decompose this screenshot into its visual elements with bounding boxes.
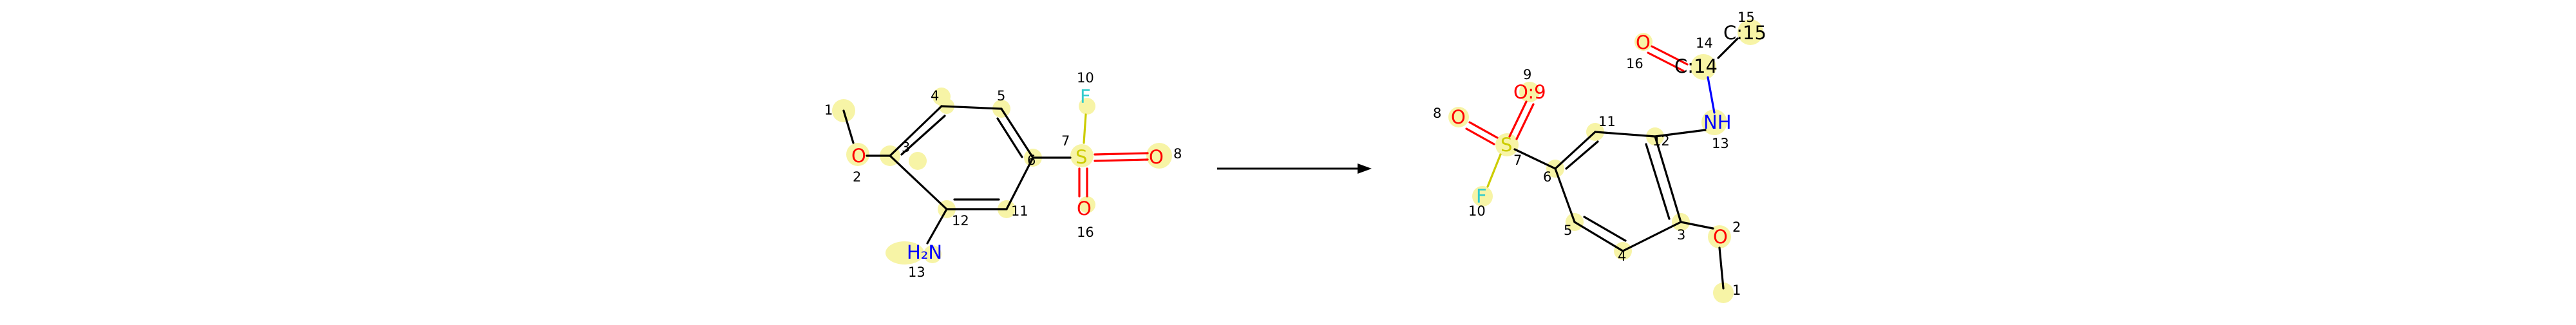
reactant-index-4: 4 bbox=[931, 88, 939, 104]
reactant-highlights bbox=[832, 88, 1172, 265]
product-index-7: 7 bbox=[1513, 153, 1522, 168]
reactant-molecule: O F S O O H₂N 1 2 3 4 5 6 7 8 10 11 12 1… bbox=[824, 70, 1182, 280]
reactant-atom-o2: O bbox=[851, 145, 866, 167]
product-index-16: 16 bbox=[1626, 56, 1643, 71]
reactant-atom-indices: 1 2 3 4 5 6 7 8 10 11 12 13 16 bbox=[824, 70, 1182, 280]
reactant-bonds bbox=[842, 105, 1149, 245]
product-atom-n13: NH bbox=[1703, 111, 1732, 133]
reactant-index-13: 13 bbox=[908, 265, 925, 280]
reactant-index-6: 6 bbox=[1027, 153, 1036, 168]
reactant-index-16: 16 bbox=[1077, 225, 1094, 240]
reactant-index-10: 10 bbox=[1077, 70, 1094, 86]
product-atom-c14: C:14 bbox=[1674, 55, 1718, 77]
product-molecule: O C:14 C:15 O:9 O S F NH O 1 2 3 4 5 6 7… bbox=[1433, 10, 1766, 303]
product-index-3: 3 bbox=[1677, 227, 1685, 243]
product-index-9: 9 bbox=[1523, 67, 1531, 82]
product-index-2: 2 bbox=[1732, 219, 1741, 235]
reactant-index-5: 5 bbox=[997, 88, 1005, 104]
product-index-15: 15 bbox=[1738, 10, 1755, 25]
product-index-11: 11 bbox=[1598, 114, 1616, 129]
reactant-atom-o8: O bbox=[1149, 146, 1164, 168]
product-index-1: 1 bbox=[1732, 283, 1741, 298]
reactant-index-12: 12 bbox=[952, 213, 969, 228]
reactant-index-1: 1 bbox=[824, 102, 833, 118]
reactant-atom-s7: S bbox=[1075, 146, 1087, 168]
product-index-13: 13 bbox=[1712, 136, 1729, 151]
reactant-index-2: 2 bbox=[853, 169, 861, 185]
product-atom-f10: F bbox=[1476, 185, 1487, 207]
reactant-atom-labels: O F S O O H₂N bbox=[851, 86, 1164, 263]
reactant-index-3: 3 bbox=[902, 140, 910, 155]
product-index-8: 8 bbox=[1433, 106, 1441, 121]
right-arrow-icon bbox=[1217, 163, 1372, 174]
product-atom-c15: C:15 bbox=[1723, 22, 1766, 44]
product-index-5: 5 bbox=[1564, 223, 1572, 238]
product-atom-s7: S bbox=[1501, 134, 1512, 156]
product-index-4: 4 bbox=[1618, 248, 1626, 264]
reactant-atom-f10: F bbox=[1080, 86, 1091, 107]
product-atom-o9: O:9 bbox=[1513, 81, 1546, 103]
product-index-6: 6 bbox=[1543, 169, 1551, 185]
product-index-14: 14 bbox=[1696, 35, 1713, 51]
reactant-index-7: 7 bbox=[1061, 133, 1070, 149]
product-index-10: 10 bbox=[1468, 203, 1486, 219]
product-atom-o8: O bbox=[1451, 106, 1466, 128]
reactant-atom-n13: H₂N bbox=[907, 241, 942, 263]
product-highlights bbox=[1448, 19, 1763, 303]
product-atom-indices: 1 2 3 4 5 6 7 8 9 10 11 12 13 14 15 16 bbox=[1433, 10, 1755, 298]
product-atom-o2: O bbox=[1713, 226, 1728, 248]
reactant-index-11: 11 bbox=[1011, 203, 1028, 219]
product-atom-labels: O C:14 C:15 O:9 O S F NH O bbox=[1451, 22, 1766, 248]
product-atom-o16: O bbox=[1636, 32, 1651, 53]
product-bonds bbox=[1465, 37, 1739, 290]
product-index-12: 12 bbox=[1653, 133, 1670, 149]
reactant-atom-o16: O bbox=[1077, 198, 1092, 219]
reactant-index-8: 8 bbox=[1173, 146, 1182, 162]
